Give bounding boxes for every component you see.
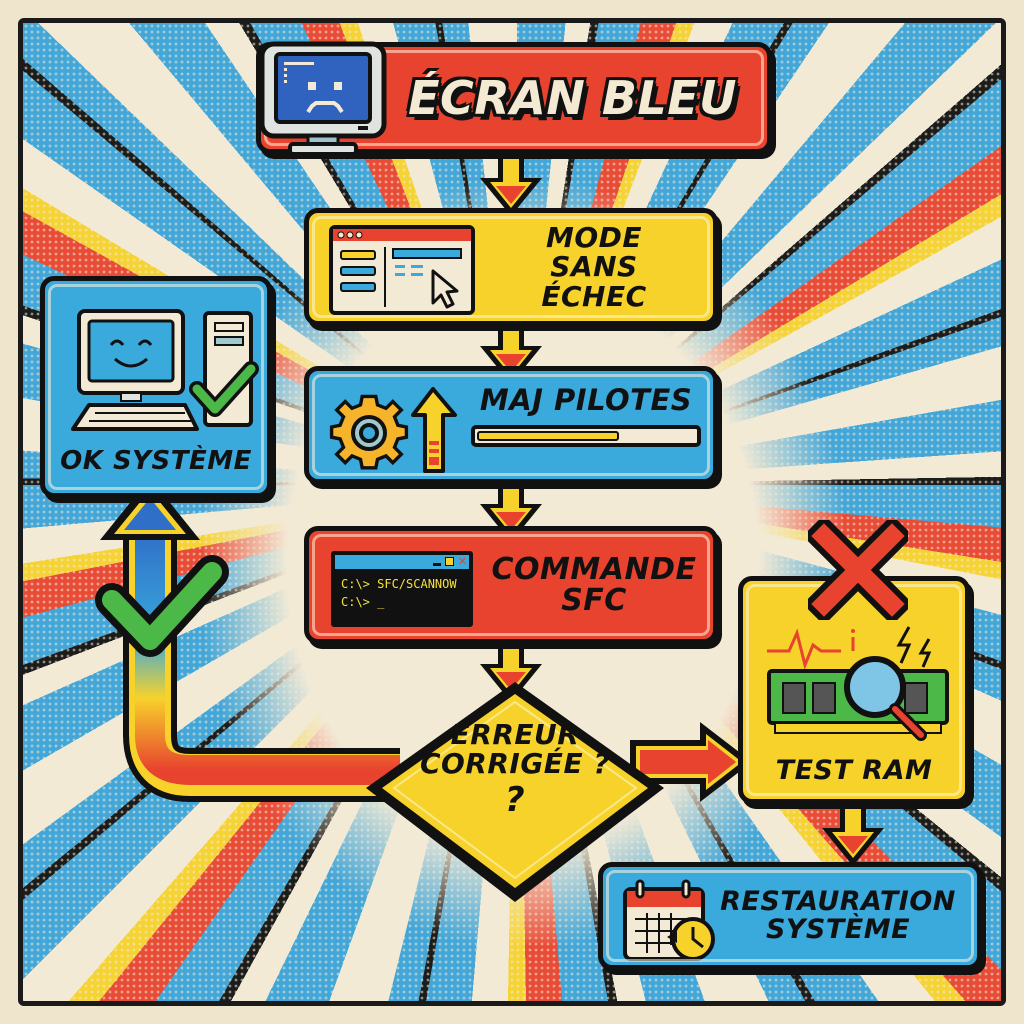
arrow-ram-to-restore — [822, 800, 884, 866]
window-cursor-icon — [329, 225, 475, 315]
sad-monitor-icon — [259, 41, 387, 156]
node-mode-sans-echec-text: MODE SANS ÉCHEC — [499, 213, 689, 321]
terminal-line-2: C:\> _ — [341, 595, 385, 609]
label: MAJ PILOTES — [479, 383, 693, 417]
node-ok-systeme: OK SYSTÈME — [40, 276, 272, 498]
label-line-2: SANS ÉCHEC — [541, 250, 647, 313]
label-line-2: SYSTÈME — [765, 914, 911, 945]
driver-progress-fill — [477, 431, 619, 442]
node-test-ram-label: TEST RAM — [775, 754, 933, 786]
label-line-1: ERREUR — [450, 718, 580, 751]
decision-diamond-shape — [366, 682, 664, 902]
label-line-1: MODE — [545, 220, 643, 254]
node-ecran-bleu-label: ÉCRAN BLEU — [408, 70, 737, 125]
decision-text: ERREUR CORRIGÉE ? ? — [360, 720, 670, 818]
terminal-icon: ✕ C:\> SFC/SCANNOW C:\> _ — [331, 551, 473, 627]
node-commande-sfc-text: COMMANDE SFC — [492, 531, 696, 639]
node-decision-erreur-corrigee: ERREUR CORRIGÉE ? ? — [360, 676, 670, 906]
arrow-start-to-safe — [480, 150, 542, 216]
node-test-ram: TEST RAM — [738, 576, 970, 804]
arrow-drivers-to-sfc — [480, 476, 542, 542]
label-line-3: ? — [504, 779, 526, 820]
node-restauration-systeme: RESTAURATION SYSTÈME — [598, 862, 982, 970]
label-line-1: RESTAURATION — [720, 885, 956, 917]
calendar-clock-icon — [623, 879, 715, 961]
node-restauration-text: RESTAURATION SYSTÈME — [720, 867, 956, 965]
label-line-2: SFC — [561, 583, 627, 618]
node-mode-sans-echec: MODE SANS ÉCHEC — [304, 208, 718, 326]
terminal-output: C:\> SFC/SCANNOW C:\> _ — [335, 569, 469, 617]
node-commande-sfc: ✕ C:\> SFC/SCANNOW C:\> _ COMMANDE SFC — [304, 526, 718, 644]
gear-upload-icon — [329, 387, 457, 473]
minimize-icon — [433, 563, 441, 566]
label-line-1: COMMANDE — [491, 551, 697, 587]
arrow-sfc-to-decision — [480, 636, 542, 702]
node-maj-pilotes: MAJ PILOTES — [304, 366, 718, 484]
arrow-safe-to-drivers — [480, 318, 542, 384]
label-line-2: CORRIGÉE ? — [419, 747, 611, 781]
maximize-icon — [445, 557, 454, 566]
node-ok-systeme-label: OK SYSTÈME — [60, 445, 252, 476]
node-maj-pilotes-text: MAJ PILOTES — [471, 383, 701, 448]
red-x-icon — [808, 520, 908, 620]
happy-computer-icon — [71, 309, 259, 431]
terminal-titlebar: ✕ — [335, 555, 469, 569]
ram-magnifier-icon — [767, 626, 949, 741]
driver-progress-bar — [471, 425, 701, 448]
green-check-icon — [95, 555, 229, 657]
terminal-line-1: C:\> SFC/SCANNOW — [341, 577, 457, 591]
close-icon: ✕ — [457, 555, 467, 568]
